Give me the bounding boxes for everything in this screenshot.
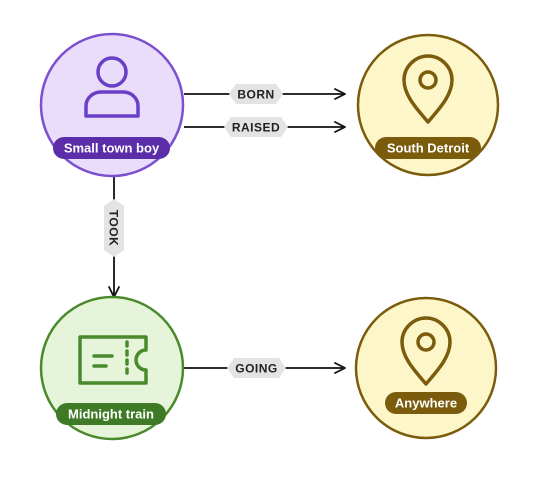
location-pin-icon — [402, 54, 454, 124]
edge-born-label-bg — [229, 84, 283, 104]
node-south-detroit-pill — [375, 137, 481, 159]
node-small-town-boy-label: Small town boy — [64, 141, 160, 156]
node-south-detroit-label: South Detroit — [387, 141, 470, 156]
ticket-icon — [78, 335, 148, 385]
node-anywhere-pill — [385, 392, 467, 414]
node-midnight-train-label: Midnight train — [68, 407, 154, 422]
node-midnight-train-pill — [56, 403, 166, 425]
edge-took-label-bg — [104, 199, 124, 257]
node-midnight-train[interactable]: Midnight train — [39, 295, 185, 441]
edge-took: TOOK — [104, 176, 124, 298]
edge-born-label: BORN — [237, 88, 274, 102]
edge-going-label: GOING — [235, 362, 278, 376]
node-south-detroit[interactable]: South Detroit — [356, 33, 500, 177]
edge-raised-label-bg — [224, 117, 288, 137]
edge-going-label-bg — [227, 358, 286, 378]
location-pin-icon — [400, 316, 452, 386]
edge-raised: RAISED — [184, 117, 346, 137]
node-anywhere-label: Anywhere — [395, 396, 457, 411]
edge-raised-label: RAISED — [232, 121, 280, 135]
person-icon — [84, 56, 140, 118]
edge-took-label: TOOK — [107, 210, 121, 246]
edge-going: GOING — [184, 358, 346, 378]
node-small-town-boy-pill — [53, 137, 170, 159]
edge-born: BORN — [184, 84, 346, 104]
node-anywhere[interactable]: Anywhere — [354, 296, 498, 440]
node-small-town-boy[interactable]: Small town boy — [39, 32, 185, 178]
